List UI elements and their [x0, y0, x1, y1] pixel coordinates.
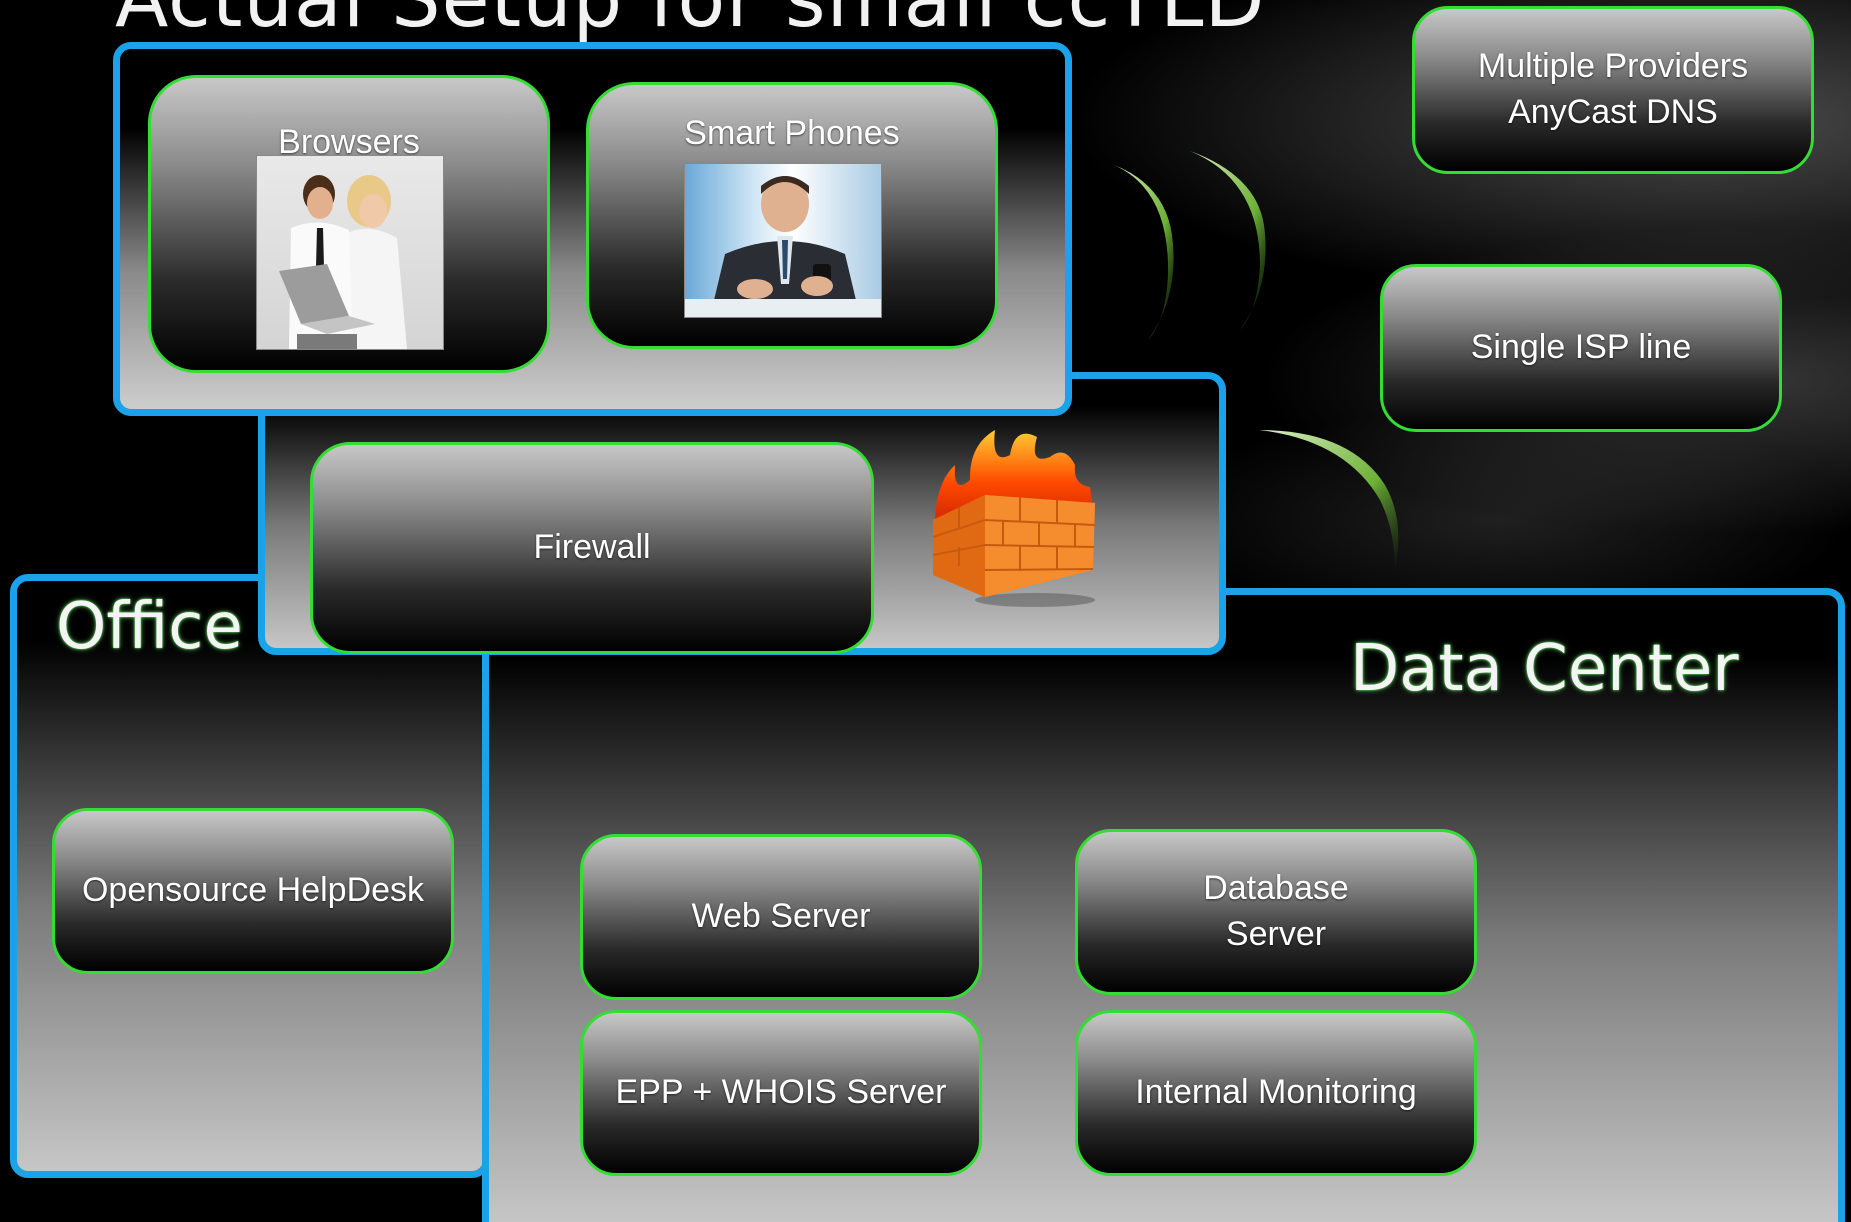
- internal-monitoring-label: Internal Monitoring: [1135, 1073, 1417, 1112]
- wireless-signal-icon: [1114, 151, 1266, 340]
- browsers-label: Browsers: [278, 123, 420, 161]
- firewall-node: Firewall: [310, 442, 874, 654]
- firewall-label: Firewall: [533, 528, 651, 567]
- smart-phones-label: Smart Phones: [684, 114, 900, 152]
- internal-monitoring-node: Internal Monitoring: [1075, 1010, 1477, 1176]
- helpdesk-label: Opensource HelpDesk: [81, 871, 425, 910]
- people-with-laptop-icon: [279, 175, 407, 349]
- database-server-node: Database Server: [1075, 829, 1477, 995]
- man-with-smartphone-photo: [684, 163, 882, 318]
- firewall-icon: [932, 430, 1096, 607]
- web-server-label: Web Server: [691, 897, 871, 936]
- isp-line-label: Single ISP line: [1470, 328, 1692, 367]
- wireless-signal-icon-lower: [1259, 430, 1399, 570]
- anycast-dns-label: Multiple Providers AnyCast DNS: [1477, 47, 1749, 131]
- helpdesk-node: Opensource HelpDesk: [52, 808, 454, 974]
- epp-whois-server-label: EPP + WHOIS Server: [615, 1073, 947, 1112]
- epp-whois-server-node: EPP + WHOIS Server: [580, 1010, 982, 1176]
- database-server-label: Database Server: [1203, 869, 1349, 953]
- web-server-node: Web Server: [580, 834, 982, 1000]
- data-center-label: Data Center: [1350, 632, 1739, 706]
- office-label: Office: [56, 590, 243, 664]
- isp-line-node: Single ISP line: [1380, 264, 1782, 432]
- slide-title: Actual Setup for small ccTLD: [115, 0, 1266, 45]
- anycast-dns-node: Multiple Providers AnyCast DNS: [1412, 6, 1814, 174]
- people-with-laptop-photo: [256, 155, 444, 350]
- man-with-smartphone-icon: [685, 176, 881, 317]
